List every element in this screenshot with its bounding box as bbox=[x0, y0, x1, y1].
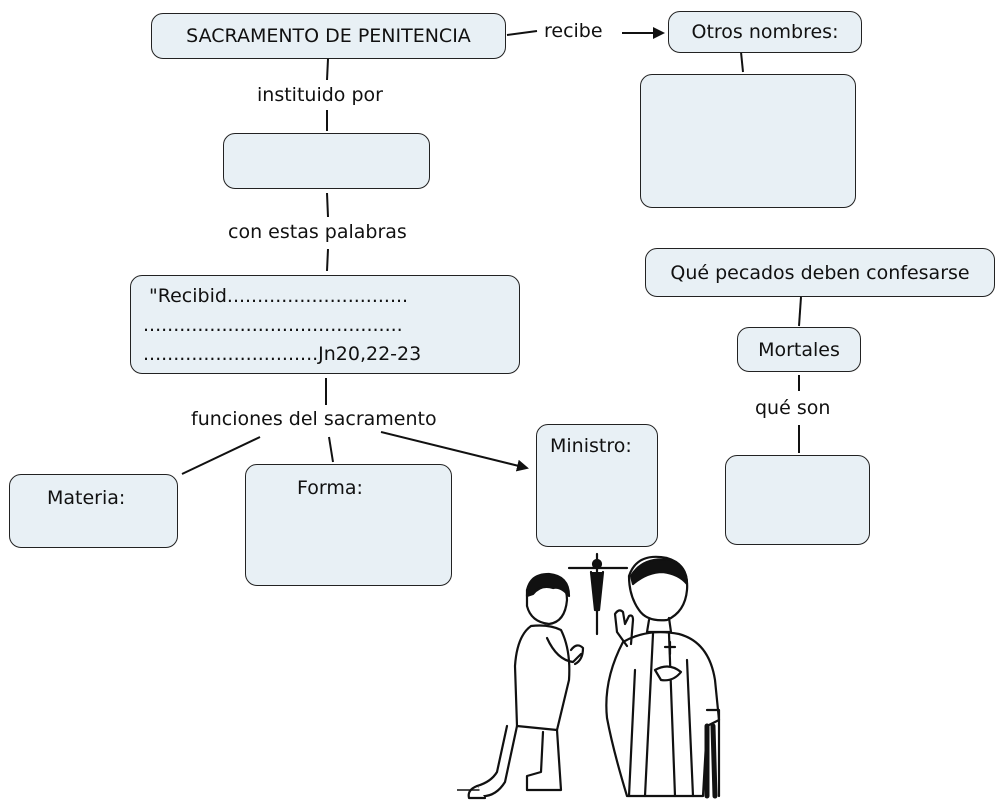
line-main-instituido bbox=[326, 58, 329, 81]
node-quote-recibid[interactable]: "Recibid.............................. .… bbox=[130, 275, 520, 374]
confession-drawing bbox=[456, 552, 721, 800]
line-funciones-materia bbox=[181, 436, 261, 475]
node-forma[interactable]: Forma: bbox=[245, 464, 452, 586]
link-recibe: recibe bbox=[544, 20, 603, 42]
node-forma-label: Forma: bbox=[297, 477, 363, 499]
line-otros-answer bbox=[740, 51, 744, 73]
node-ministro[interactable]: Ministro: bbox=[536, 424, 658, 547]
confession-illustration bbox=[456, 550, 764, 802]
crucifix-icon bbox=[567, 552, 629, 636]
link-que-son: qué son bbox=[755, 397, 831, 419]
node-materia[interactable]: Materia: bbox=[9, 474, 178, 548]
node-mortales-label: Mortales bbox=[758, 338, 840, 361]
penitent-figure bbox=[467, 572, 585, 800]
line-pecados-mortales bbox=[798, 296, 802, 327]
node-ministro-label: Ministro: bbox=[550, 435, 632, 457]
quote-line-2: ........................................… bbox=[143, 314, 403, 336]
link-funciones-del-sacramento: funciones del sacramento bbox=[191, 408, 437, 430]
node-mortales-answer[interactable] bbox=[725, 455, 870, 545]
node-que-pecados-label: Qué pecados deben confesarse bbox=[670, 261, 970, 284]
priest-figure bbox=[605, 555, 721, 799]
node-que-pecados[interactable]: Qué pecados deben confesarse bbox=[645, 248, 995, 297]
line-box-palabras bbox=[326, 192, 329, 218]
node-otros-nombres-label: Otros nombres: bbox=[691, 21, 839, 43]
line-palabras-quote bbox=[326, 248, 329, 272]
link-con-estas-palabras: con estas palabras bbox=[228, 221, 407, 243]
quote-line-1: "Recibid.............................. bbox=[149, 285, 409, 307]
node-otros-nombres-answer[interactable] bbox=[640, 74, 856, 208]
line-funciones-forma bbox=[328, 436, 334, 463]
line-main-recibe bbox=[506, 30, 538, 36]
node-instituido-answer[interactable] bbox=[223, 133, 430, 189]
node-materia-label: Materia: bbox=[47, 487, 126, 509]
node-sacramento-label: SACRAMENTO DE PENITENCIA bbox=[186, 25, 471, 47]
arrow-funciones-ministro bbox=[380, 431, 529, 472]
node-mortales[interactable]: Mortales bbox=[737, 327, 861, 372]
link-instituido-por: instituido por bbox=[257, 84, 383, 106]
node-otros-nombres[interactable]: Otros nombres: bbox=[668, 11, 862, 53]
node-sacramento-de-penitencia[interactable]: SACRAMENTO DE PENITENCIA bbox=[151, 13, 506, 59]
quote-line-3: .............................Jn20,22-23 bbox=[143, 343, 422, 365]
